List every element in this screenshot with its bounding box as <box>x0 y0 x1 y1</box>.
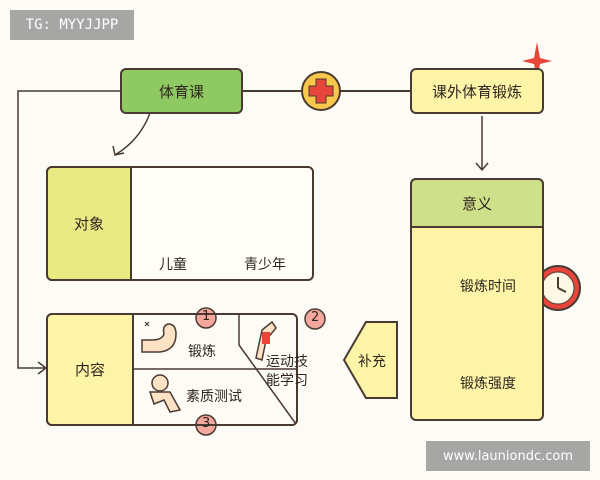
badge-2: 2 <box>311 310 320 325</box>
supplement-label: 补充 <box>358 354 386 370</box>
badge-3: 3 <box>202 416 211 431</box>
plus-icon <box>308 78 334 104</box>
down-arrowhead <box>475 162 489 172</box>
exercise-time-label: 锻炼时间 <box>460 279 516 295</box>
target-label: 对象 <box>73 215 104 233</box>
watermark-tag: TG: MYYJJPP <box>10 10 134 40</box>
children-label: 儿童 <box>159 257 187 273</box>
curved-arrow <box>114 112 151 156</box>
extra-pe-box: 课外体育锻炼 <box>410 68 544 114</box>
pe-class-box: 体育课 <box>120 68 243 114</box>
badge-2-circle <box>304 308 326 330</box>
situp-icon <box>148 374 182 413</box>
watermark-url: www.launiondc.com <box>426 441 590 471</box>
badge-1: 1 <box>202 309 211 324</box>
supplement-arrow <box>342 321 398 399</box>
teens-label: 青少年 <box>244 257 286 273</box>
pe-class-label: 体育课 <box>158 82 204 101</box>
curved-arrowhead <box>112 145 125 156</box>
fitness-test-label: 素质测试 <box>186 389 242 405</box>
sparkle-icon <box>522 42 552 80</box>
content-header: 内容 <box>46 313 134 426</box>
content-divider-diag <box>238 344 297 425</box>
connector-left <box>17 90 120 369</box>
meaning-header: 意义 <box>410 178 544 228</box>
motor-skill-label-2: 能学习 <box>266 373 308 389</box>
meaning-label: 意义 <box>461 194 492 213</box>
exercise-intensity-label: 锻炼强度 <box>460 376 516 392</box>
exercise-label: 锻炼 <box>188 344 216 360</box>
extra-pe-label: 课外体育锻炼 <box>431 82 522 101</box>
gymnast-icon <box>255 320 277 361</box>
target-header: 对象 <box>46 166 132 281</box>
arm-icon <box>141 321 177 353</box>
content-label: 内容 <box>74 361 105 379</box>
motor-skill-label-1: 运动技 <box>266 354 308 370</box>
